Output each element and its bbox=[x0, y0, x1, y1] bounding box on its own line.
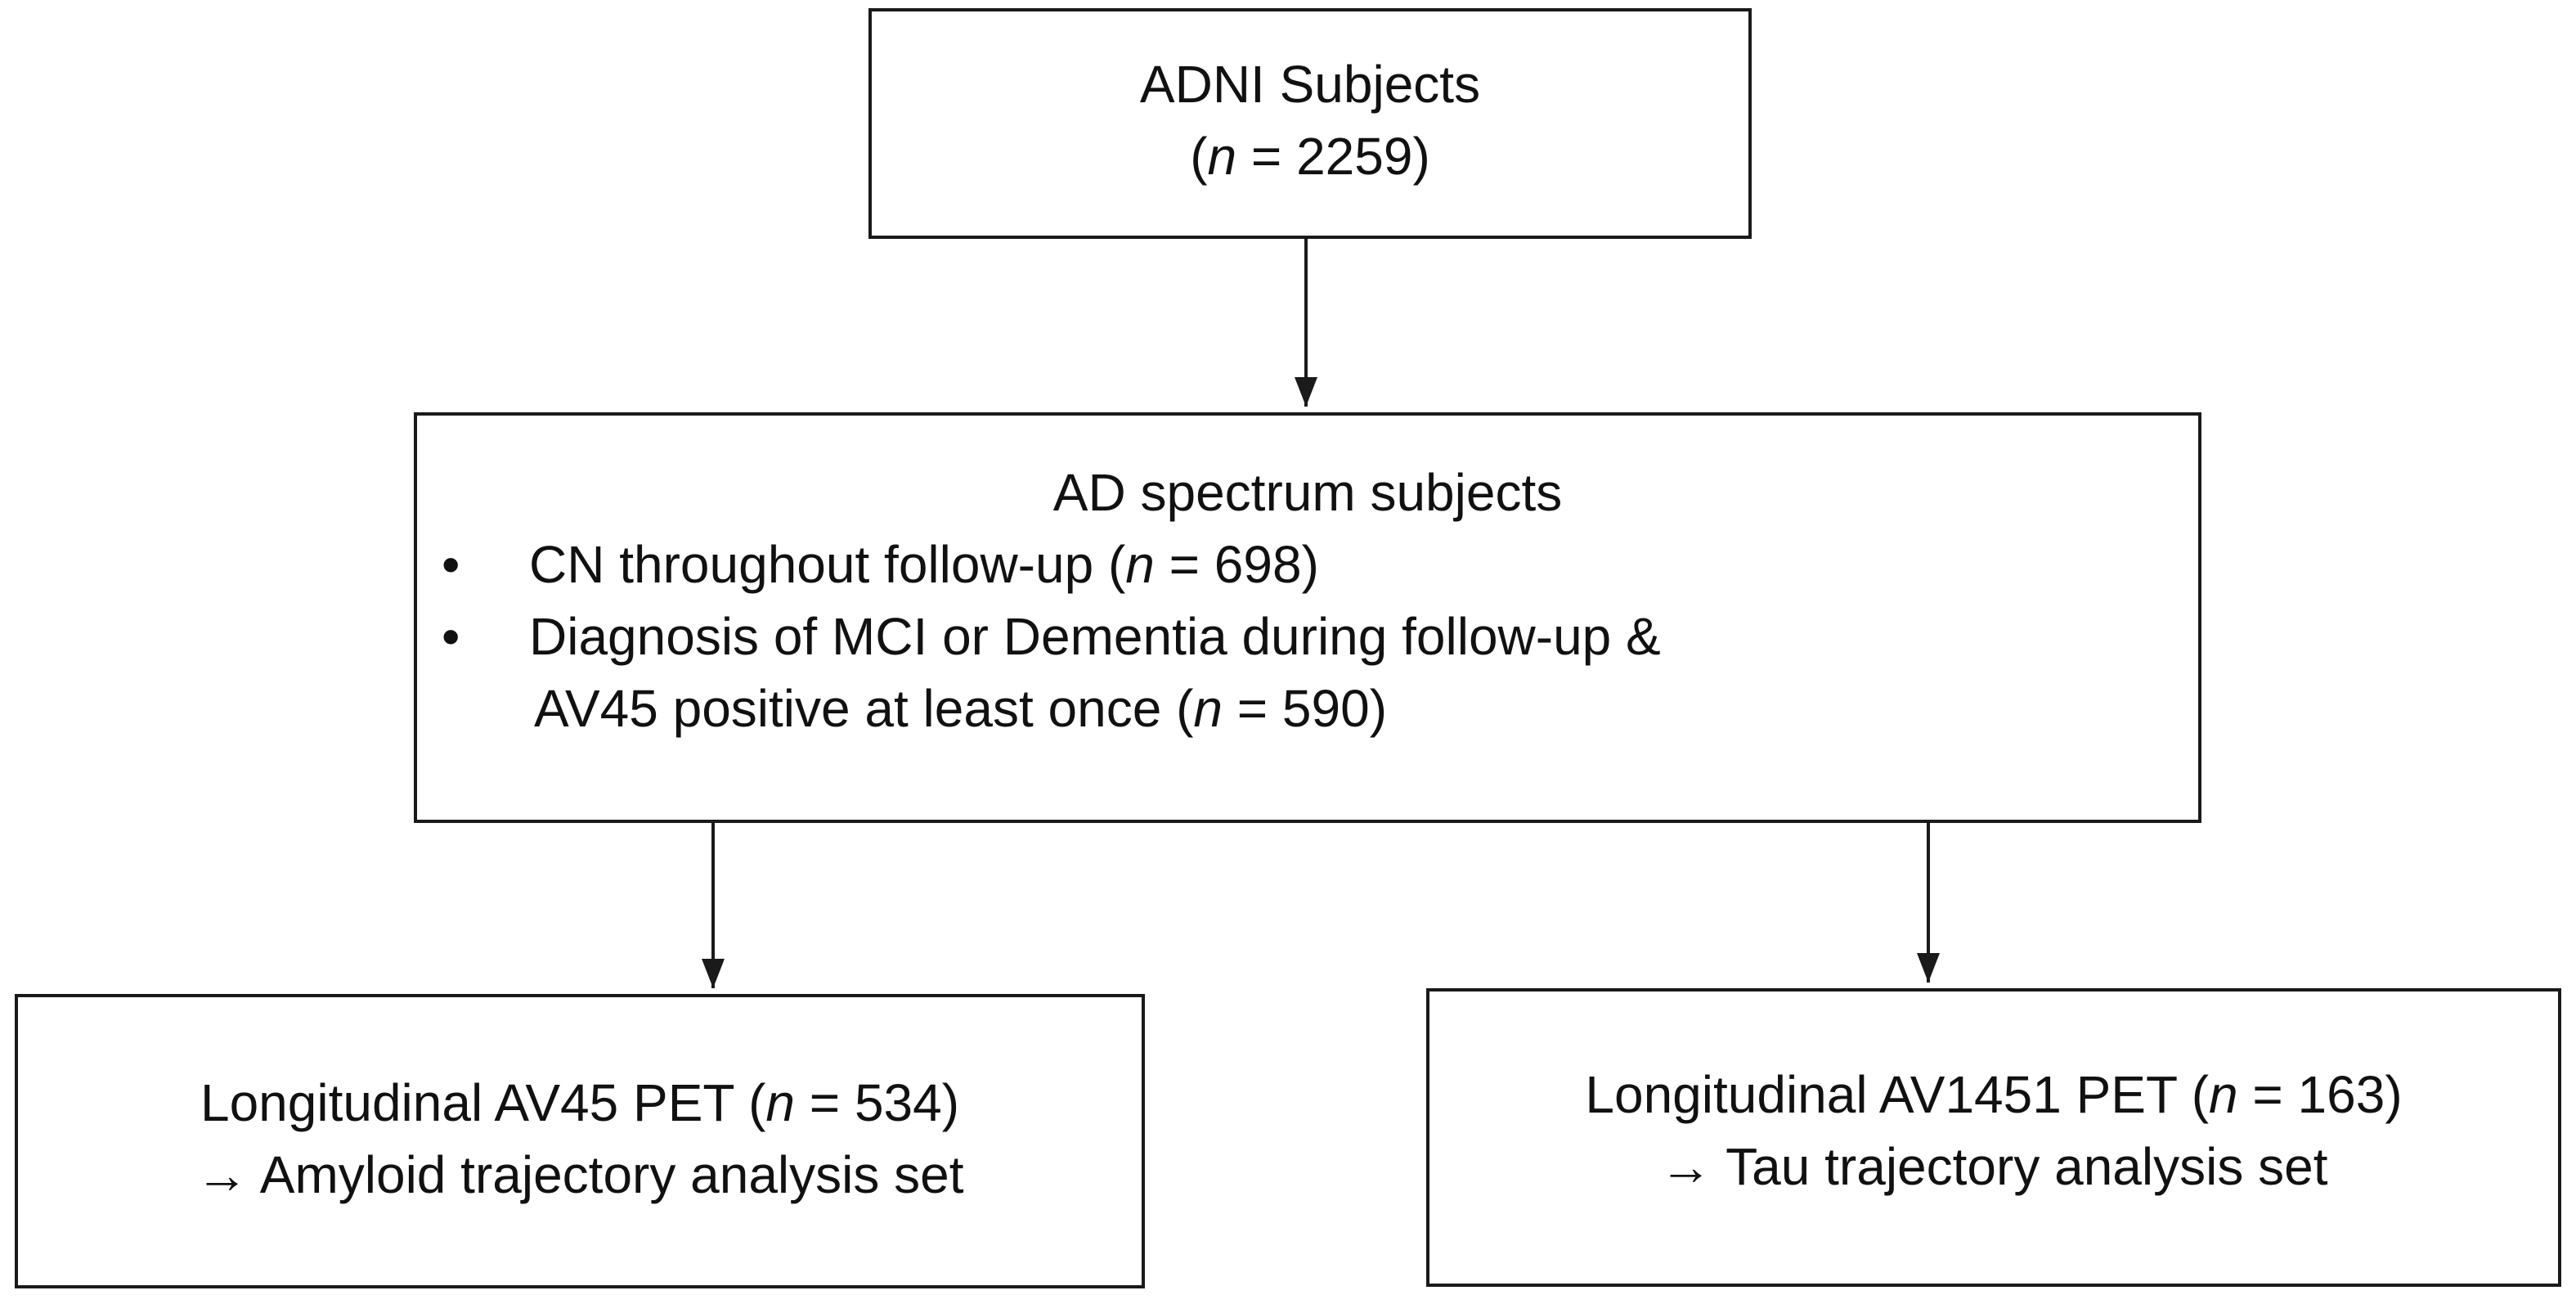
tau-analysis-box: Longitudinal AV1451 PET (n = 163) → Tau … bbox=[1426, 988, 2561, 1287]
ad-spectrum-title: AD spectrum subjects bbox=[1052, 463, 1563, 522]
mci-bullet-line1: Diagnosis of MCI or Dementia during foll… bbox=[529, 607, 1661, 666]
mci-bullet-line2: AV45 positive at least once (n = 590) bbox=[534, 679, 1387, 738]
bullet-icon: • bbox=[442, 607, 460, 666]
cn-bullet-item: • CN throughout follow-up (n = 698) bbox=[417, 528, 2198, 600]
cn-bullet-text: CN throughout follow-up (n = 698) bbox=[529, 535, 1319, 594]
adni-subjects-box: ADNI Subjects (n = 2259) bbox=[868, 8, 1752, 239]
amyloid-pet-count: Longitudinal AV45 PET (n = 534) bbox=[200, 1073, 960, 1132]
amyloid-analysis-set: → Amyloid trajectory analysis set bbox=[195, 1145, 964, 1204]
adni-title: ADNI Subjects bbox=[1139, 55, 1481, 114]
tau-analysis-set: → Tau trajectory analysis set bbox=[1659, 1137, 2328, 1196]
amyloid-analysis-box: Longitudinal AV45 PET (n = 534) → Amyloi… bbox=[15, 994, 1145, 1288]
mci-bullet-item: • Diagnosis of MCI or Dementia during fo… bbox=[417, 600, 2198, 672]
bullet-icon: • bbox=[442, 535, 460, 594]
ad-spectrum-box: AD spectrum subjects • CN throughout fol… bbox=[414, 412, 2201, 823]
adni-count: (n = 2259) bbox=[1190, 127, 1430, 186]
tau-pet-count: Longitudinal AV1451 PET (n = 163) bbox=[1585, 1065, 2403, 1124]
